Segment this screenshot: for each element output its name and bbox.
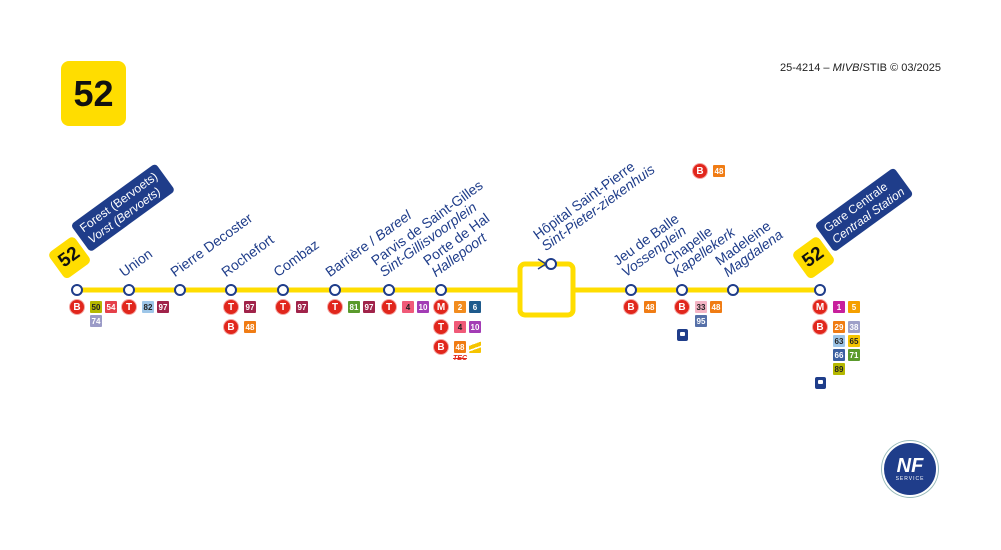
route-badge-10[interactable]: 10 bbox=[469, 321, 481, 333]
mode-bus-icon: B bbox=[624, 300, 638, 314]
stop-marker[interactable] bbox=[225, 284, 237, 296]
mode-metro-icon: M bbox=[813, 300, 827, 314]
train-station-icon bbox=[677, 329, 688, 341]
stop-marker[interactable] bbox=[435, 284, 447, 296]
route-badge-48[interactable]: 48 bbox=[713, 165, 725, 177]
route-badge-38[interactable]: 38 bbox=[848, 321, 860, 333]
route-badge-48[interactable]: 48 bbox=[710, 301, 722, 313]
route-badge-97[interactable]: 97 bbox=[363, 301, 375, 313]
mode-bus-icon: B bbox=[675, 300, 689, 314]
route-badge-4[interactable]: 4 bbox=[454, 321, 466, 333]
route-badge-5[interactable]: 5 bbox=[848, 301, 860, 313]
tec-bus-icon bbox=[469, 341, 481, 353]
mode-tram-icon: T bbox=[434, 320, 448, 334]
line-number-badge: 52 bbox=[61, 61, 126, 126]
stop-marker[interactable] bbox=[123, 284, 135, 296]
mode-tram-icon: T bbox=[122, 300, 136, 314]
route-badge-6[interactable]: 6 bbox=[469, 301, 481, 313]
nf-logo-text: NF bbox=[896, 455, 924, 477]
route-badge-1[interactable]: 1 bbox=[833, 301, 845, 313]
nf-logo-subtext: SERVICE bbox=[895, 476, 925, 482]
route-badge-97[interactable]: 97 bbox=[296, 301, 308, 313]
mode-tram-icon: T bbox=[382, 300, 396, 314]
route-badge-63[interactable]: 63 bbox=[833, 335, 845, 347]
route-badge-4[interactable]: 4 bbox=[402, 301, 414, 313]
route-loop bbox=[517, 261, 576, 318]
route-badge-2[interactable]: 2 bbox=[454, 301, 466, 313]
mode-bus-icon: B bbox=[693, 164, 707, 178]
train-station-icon bbox=[815, 377, 826, 389]
route-badge-89[interactable]: 89 bbox=[833, 363, 845, 375]
mode-bus-icon: B bbox=[434, 340, 448, 354]
route-badge-71[interactable]: 71 bbox=[848, 349, 860, 361]
route-badge-29[interactable]: 29 bbox=[833, 321, 845, 333]
tec-connection-label: TEC bbox=[453, 355, 467, 362]
mode-tram-icon: T bbox=[328, 300, 342, 314]
route-badge-10[interactable]: 10 bbox=[417, 301, 429, 313]
mode-bus-icon: B bbox=[813, 320, 827, 334]
credit-operator-nl: MIVB bbox=[832, 62, 860, 74]
mode-metro-icon: M bbox=[434, 300, 448, 314]
mode-bus-icon: B bbox=[224, 320, 238, 334]
route-badge-97[interactable]: 97 bbox=[157, 301, 169, 313]
stop-marker[interactable] bbox=[625, 284, 637, 296]
credit-operator-fr: /STIB © 03/2025 bbox=[859, 62, 942, 74]
route-badge-81[interactable]: 81 bbox=[348, 301, 360, 313]
route-badge-54[interactable]: 54 bbox=[105, 301, 117, 313]
credit-text: 25-4214 – MIVB/STIB © 03/2025 bbox=[780, 62, 941, 74]
route-badge-82[interactable]: 82 bbox=[142, 301, 154, 313]
route-badge-50[interactable]: 50 bbox=[90, 301, 102, 313]
stop-marker[interactable] bbox=[277, 284, 289, 296]
stop-marker[interactable] bbox=[814, 284, 826, 296]
route-badge-48[interactable]: 48 bbox=[244, 321, 256, 333]
stop-marker[interactable] bbox=[676, 284, 688, 296]
stop-marker[interactable] bbox=[329, 284, 341, 296]
route-badge-48[interactable]: 48 bbox=[644, 301, 656, 313]
route-badge-66[interactable]: 66 bbox=[833, 349, 845, 361]
mode-bus-icon: B bbox=[70, 300, 84, 314]
stop-marker[interactable] bbox=[71, 284, 83, 296]
stop-marker[interactable] bbox=[727, 284, 739, 296]
stop-marker[interactable] bbox=[545, 258, 557, 270]
nf-service-logo: NF SERVICE bbox=[882, 441, 938, 497]
credit-code: 25-4214 – bbox=[780, 62, 833, 74]
mode-tram-icon: T bbox=[224, 300, 238, 314]
stop-marker[interactable] bbox=[174, 284, 186, 296]
route-badge-33[interactable]: 33 bbox=[695, 301, 707, 313]
stop-marker[interactable] bbox=[383, 284, 395, 296]
route-badge-74[interactable]: 74 bbox=[90, 315, 102, 327]
route-badge-48[interactable]: 48 bbox=[454, 341, 466, 353]
mode-tram-icon: T bbox=[276, 300, 290, 314]
route-badge-65[interactable]: 65 bbox=[848, 335, 860, 347]
route-badge-95[interactable]: 95 bbox=[695, 315, 707, 327]
route-badge-97[interactable]: 97 bbox=[244, 301, 256, 313]
